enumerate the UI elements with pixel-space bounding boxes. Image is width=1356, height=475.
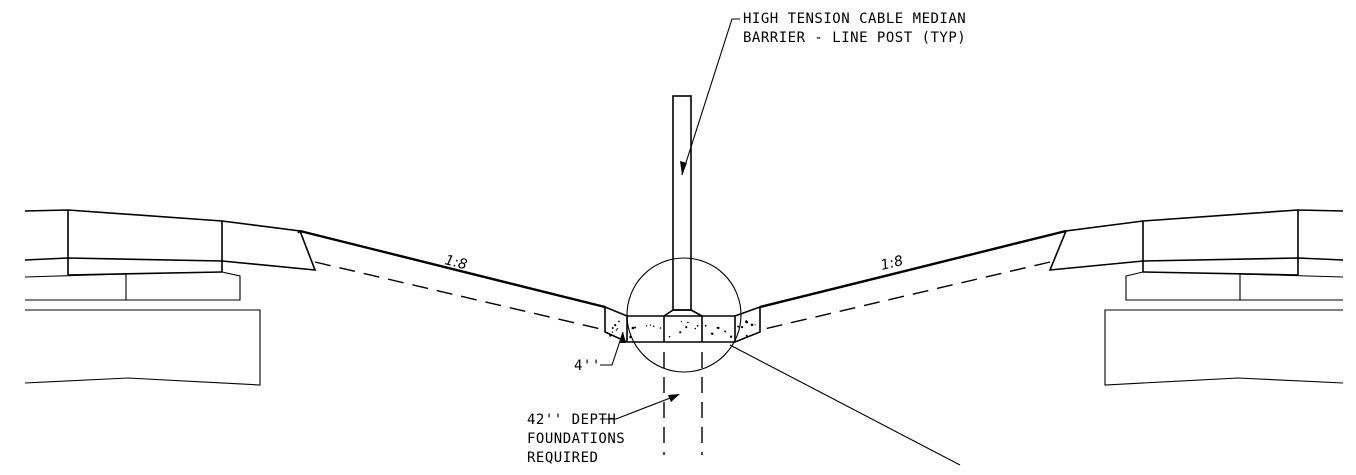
stipple-dot xyxy=(659,327,662,329)
thickness-leader xyxy=(600,331,626,366)
stipple-dot xyxy=(704,324,707,327)
stipple-dot xyxy=(616,328,619,330)
stipple-dot xyxy=(615,329,618,331)
median-ditch xyxy=(299,229,1067,331)
stipple-dot xyxy=(634,326,637,329)
slope-label-left: 1:8 xyxy=(443,252,469,273)
right-roadway xyxy=(1048,209,1344,386)
stipple-dot xyxy=(737,325,740,328)
stipple-dot xyxy=(631,326,635,330)
stipple-dot xyxy=(611,327,614,329)
foundation-callout-line-2: FOUNDATIONS xyxy=(527,431,625,447)
stipple-dot xyxy=(614,324,617,327)
stipple-dot xyxy=(745,334,748,337)
stipple-dot xyxy=(724,330,727,333)
stipple-dot xyxy=(729,335,733,338)
line-post xyxy=(663,95,703,317)
concrete-pad xyxy=(604,305,761,343)
stipple-dot xyxy=(696,324,699,327)
stipple-dot xyxy=(609,334,612,337)
stipple-dot xyxy=(679,331,682,334)
barrier-leader-arrow xyxy=(680,161,687,175)
stipple-dot xyxy=(717,326,720,330)
foundation-lines xyxy=(663,352,703,455)
detail-circle xyxy=(626,257,742,373)
stipple-dot xyxy=(745,321,749,324)
foundation-leader xyxy=(600,394,680,420)
stipple-dot xyxy=(618,320,620,323)
stipple-dot xyxy=(645,325,648,327)
thickness-label: 4'' xyxy=(574,358,601,374)
foundation-callout-line-1: 42'' DEPTH xyxy=(527,412,616,428)
stipple-dot xyxy=(649,324,652,326)
barrier-leader xyxy=(680,18,740,176)
concrete-stipple xyxy=(609,320,756,339)
barrier-callout-line-2: BARRIER - LINE POST (TYP) xyxy=(743,30,966,46)
stipple-dot xyxy=(680,321,683,323)
stipple-dot xyxy=(716,327,718,329)
stipple-dot xyxy=(668,335,671,338)
left-roadway xyxy=(24,209,317,386)
foundation-callout-line-3: REQUIRED xyxy=(527,450,598,466)
stipple-dot xyxy=(754,324,756,326)
thickness-leader-arrow xyxy=(620,332,626,343)
stipple-dot xyxy=(711,332,714,335)
detail-leader xyxy=(729,344,961,466)
stipple-dot xyxy=(611,331,614,333)
slope-label-right: 1:8 xyxy=(879,253,905,274)
stipple-dot xyxy=(652,325,655,328)
barrier-callout-line-1: HIGH TENSION CABLE MEDIAN xyxy=(743,11,966,27)
stipple-dot xyxy=(694,327,697,330)
stipple-dot xyxy=(685,326,688,329)
foundation-leader-arrow xyxy=(668,394,680,402)
stipple-dot xyxy=(741,326,744,329)
stipple-dot xyxy=(750,323,754,327)
stipple-dot xyxy=(687,321,689,324)
